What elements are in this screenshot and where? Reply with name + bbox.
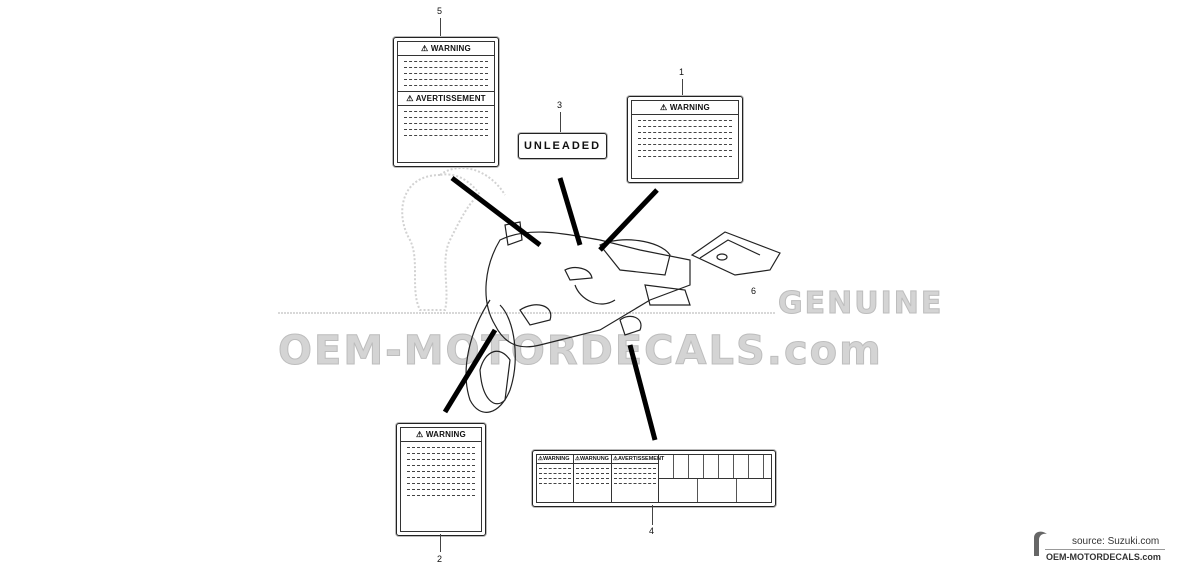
- warning-label-2[interactable]: ⚠ WARNING: [396, 423, 486, 536]
- toucan-logo-icon: [1030, 528, 1048, 558]
- callout-number-4: 4: [649, 526, 655, 536]
- warning-triangle-icon: ⚠: [660, 103, 668, 112]
- unleaded-label-3[interactable]: UNLEADED: [518, 133, 607, 159]
- callout-line-2: [440, 534, 441, 552]
- callout-line-3: [560, 112, 561, 133]
- callout-line-4: [652, 505, 653, 525]
- callout-number-2: 2: [437, 554, 443, 564]
- warning-label-1[interactable]: ⚠ WARNING: [627, 96, 743, 183]
- callout-line-1: [682, 79, 683, 96]
- callout-number-6: 6: [751, 286, 757, 296]
- footer-brand: OEM-MOTORDECALS.com: [1046, 552, 1161, 562]
- warning-triangle-icon: ⚠: [416, 430, 424, 439]
- callout-line-5: [440, 18, 441, 37]
- watermark-genuine: GENUINE: [777, 286, 944, 322]
- pouch-6: [690, 231, 781, 276]
- callout-number-5: 5: [437, 6, 443, 16]
- callout-number-3: 3: [557, 100, 563, 110]
- warning-label-4[interactable]: ⚠WARNING ⚠WARNUNG ⚠AVERTISSEMENT: [532, 450, 776, 507]
- warning-label-5[interactable]: ⚠ WARNING ⚠ AVERTISSEMENT: [393, 37, 499, 167]
- warning-triangle-icon: ⚠: [406, 94, 414, 103]
- source-credit: source: Suzuki.com: [1072, 536, 1160, 547]
- footer-divider: [1045, 549, 1165, 550]
- callout-number-1: 1: [679, 67, 685, 77]
- warning-triangle-icon: ⚠: [421, 44, 429, 53]
